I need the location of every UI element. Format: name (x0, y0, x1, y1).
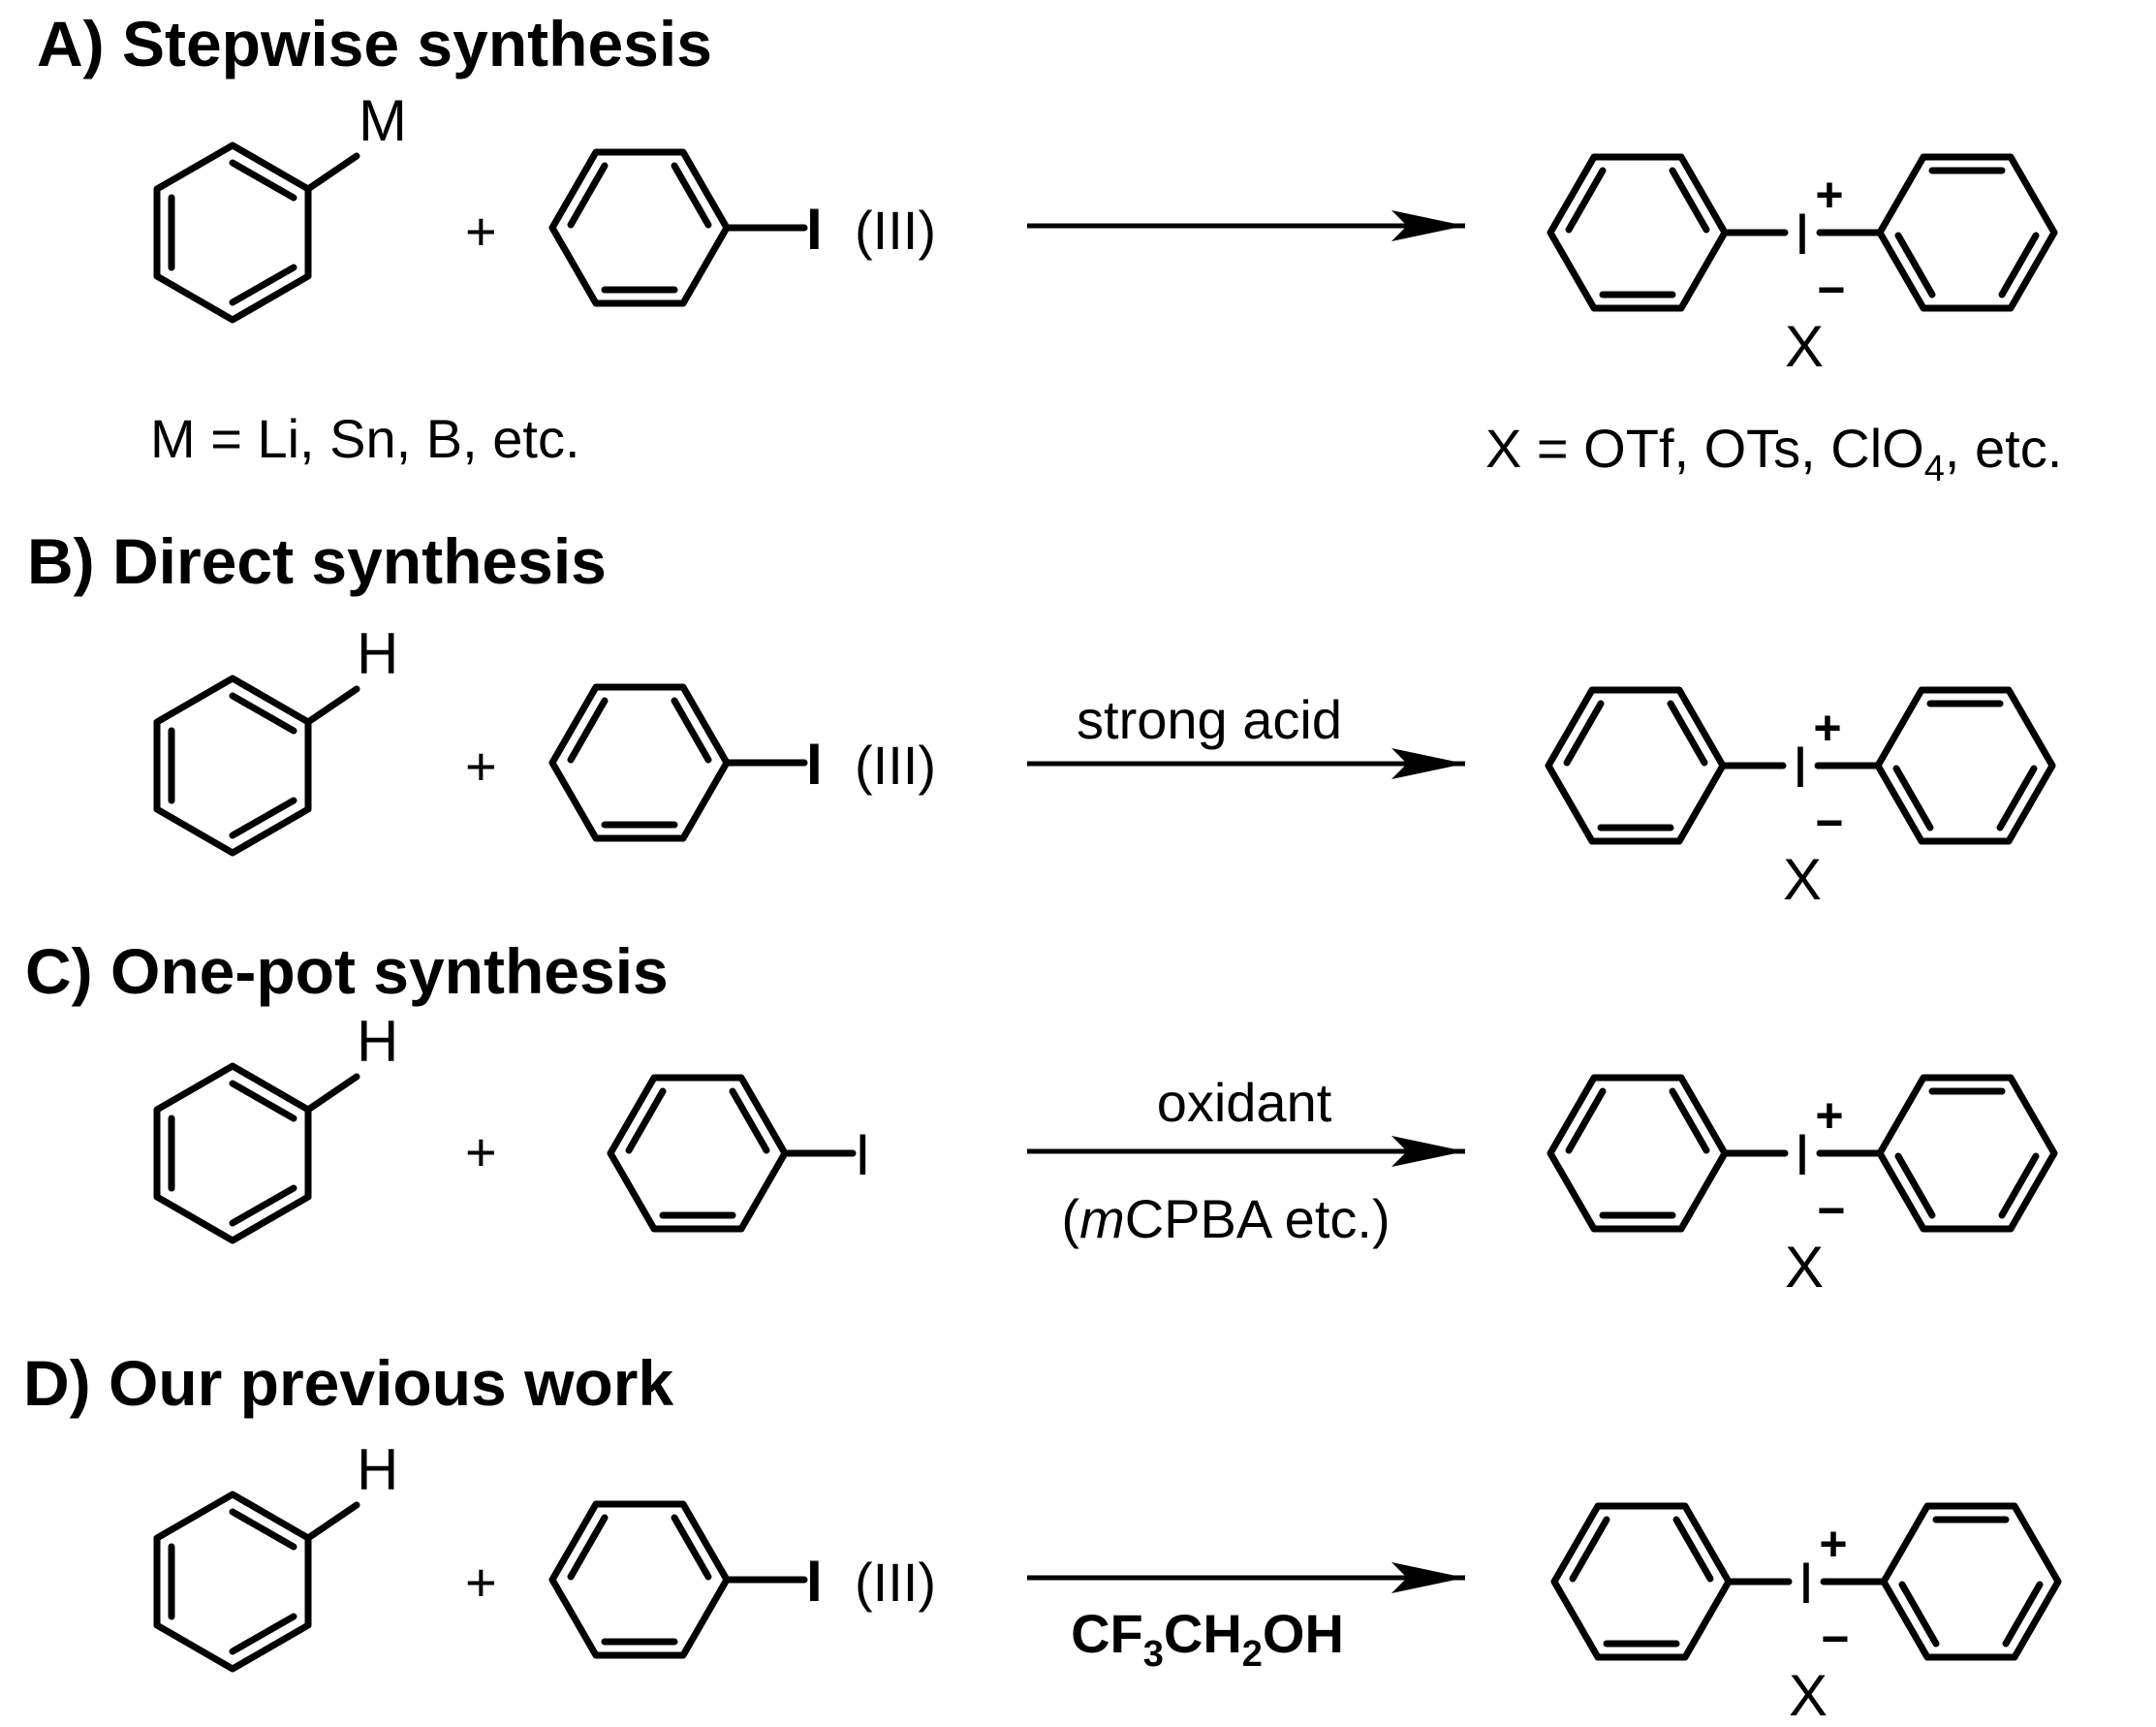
reagent-iodine: I (806, 1549, 823, 1614)
reagent-iodine: I (806, 197, 823, 262)
anion-charge: − (1817, 1183, 1845, 1238)
counter-anion: X (1785, 1235, 1824, 1300)
section-title: B) Direct synthesis (27, 525, 607, 597)
section-title: D) Our previous work (23, 1347, 673, 1419)
plus-sign: + (465, 1552, 497, 1613)
substituent-label: H (357, 621, 398, 686)
section-title: A) Stepwise synthesis (37, 8, 712, 79)
iodoarene-reagent: I (610, 1078, 871, 1229)
condition-above: strong acid (1077, 689, 1342, 750)
condition-below: (mCPBA etc.) (1061, 1188, 1390, 1249)
reagent-iodine: I (855, 1122, 871, 1187)
counter-anion: X (1785, 314, 1824, 379)
reactant-arene: H (157, 621, 398, 853)
iodine-reagent: I (III) (552, 1504, 936, 1655)
reactant-arene: M (157, 88, 407, 320)
product-diaryliodonium: I + − X (1550, 157, 2054, 379)
product-diaryliodonium: I + − X (1550, 1078, 2054, 1300)
reactant-arene: H (157, 1437, 398, 1669)
cation-charge: + (1815, 1088, 1843, 1143)
iodonium-center: I (1795, 1122, 1811, 1187)
section-title: C) One-pot synthesis (25, 935, 669, 1007)
reactant-arene: H (157, 1009, 398, 1240)
substituent-label: M (359, 88, 407, 153)
cation-charge: + (1813, 701, 1841, 755)
reagent-oxidation-state: (III) (855, 200, 936, 261)
substituent-label: H (357, 1437, 398, 1502)
iodonium-center: I (1793, 735, 1809, 800)
anion-charge: − (1817, 263, 1845, 317)
plus-sign: + (465, 1121, 497, 1182)
plus-sign: + (465, 736, 497, 797)
iodine-reagent: I (III) (552, 687, 936, 838)
condition-above: oxidant (1157, 1072, 1332, 1133)
reagent-oxidation-state: (III) (855, 1552, 936, 1613)
cation-charge: + (1819, 1517, 1847, 1571)
plus-sign: + (465, 201, 497, 262)
counter-anion: X (1789, 1663, 1828, 1727)
reagent-oxidation-state: (III) (855, 735, 936, 796)
cation-charge: + (1815, 168, 1843, 222)
product-diaryliodonium: I + − X (1554, 1506, 2058, 1727)
section-d: D) Our previous work H + I (III) CF3CH2O… (23, 1347, 2058, 1727)
solvent-label: CF3CH2OH (1071, 1603, 1344, 1675)
counter-anion: X (1783, 847, 1822, 912)
iodonium-center: I (1798, 1551, 1815, 1616)
anion-charge: − (1821, 1612, 1849, 1666)
section-a: A) Stepwise synthesis M + I (III) I + − … (37, 8, 2062, 489)
section-b: B) Direct synthesis H + I (III) strong a… (27, 525, 2052, 912)
iodine-reagent: I (III) (552, 152, 936, 303)
substituent-label: H (357, 1009, 398, 1074)
metal-note: M = Li, Sn, B, etc. (150, 408, 580, 469)
iodonium-center: I (1795, 202, 1811, 267)
section-c: C) One-pot synthesis H + I oxidant (mCPB… (25, 935, 2054, 1300)
anion-note: X = OTf, OTs, ClO4, etc. (1485, 418, 2062, 489)
anion-charge: − (1815, 796, 1843, 850)
product-diaryliodonium: I + − X (1548, 690, 2052, 912)
reagent-iodine: I (806, 732, 823, 797)
